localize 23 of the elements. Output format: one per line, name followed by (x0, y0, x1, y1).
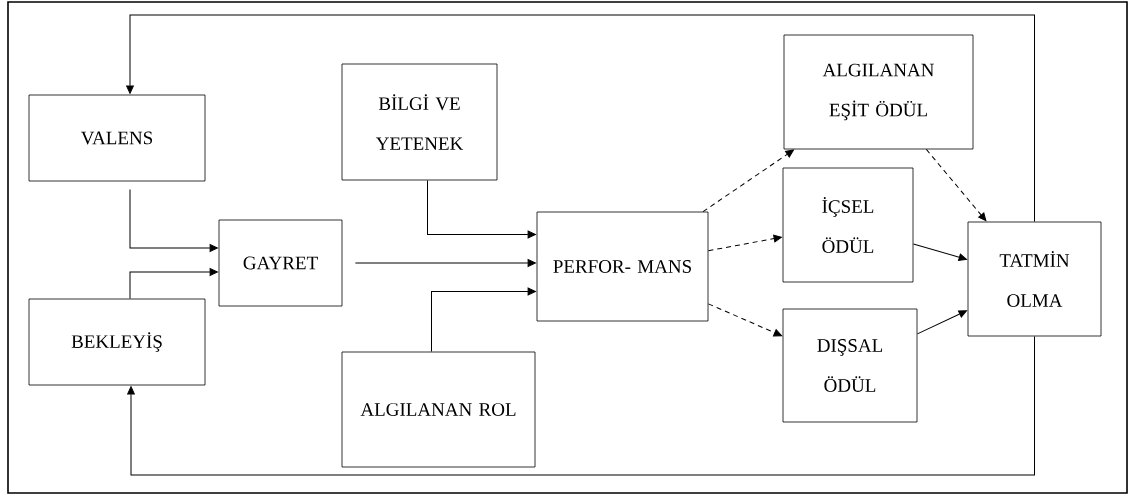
arrow (707, 303, 782, 337)
arrow (925, 148, 987, 222)
process-box: İÇSEL ÖDÜL (782, 167, 914, 283)
arrow (129, 268, 218, 300)
process-box: ALGILANAN ROL (341, 351, 536, 468)
process-box: ALGILANAN EŞİT ÖDÜL (783, 34, 974, 150)
process-box: BEKLEYİŞ (28, 298, 206, 386)
arrow (354, 259, 536, 267)
process-box: DIŞSAL ÖDÜL (782, 308, 918, 423)
arrow (912, 243, 967, 261)
process-box: GAYRET (218, 219, 343, 307)
arrow (127, 335, 1035, 476)
process-box: PERFOR- MANS (536, 211, 709, 322)
arrow (126, 14, 1035, 223)
process-box: BİLGİ VE YETENEK (341, 63, 498, 181)
process-box: TATMİN OLMA (967, 221, 1102, 337)
arrow (431, 287, 536, 353)
arrow (916, 310, 967, 335)
arrow (129, 188, 218, 252)
process-box: VALENS (28, 94, 206, 182)
arrow (702, 149, 794, 213)
arrow (707, 234, 782, 252)
arrow (427, 179, 536, 239)
